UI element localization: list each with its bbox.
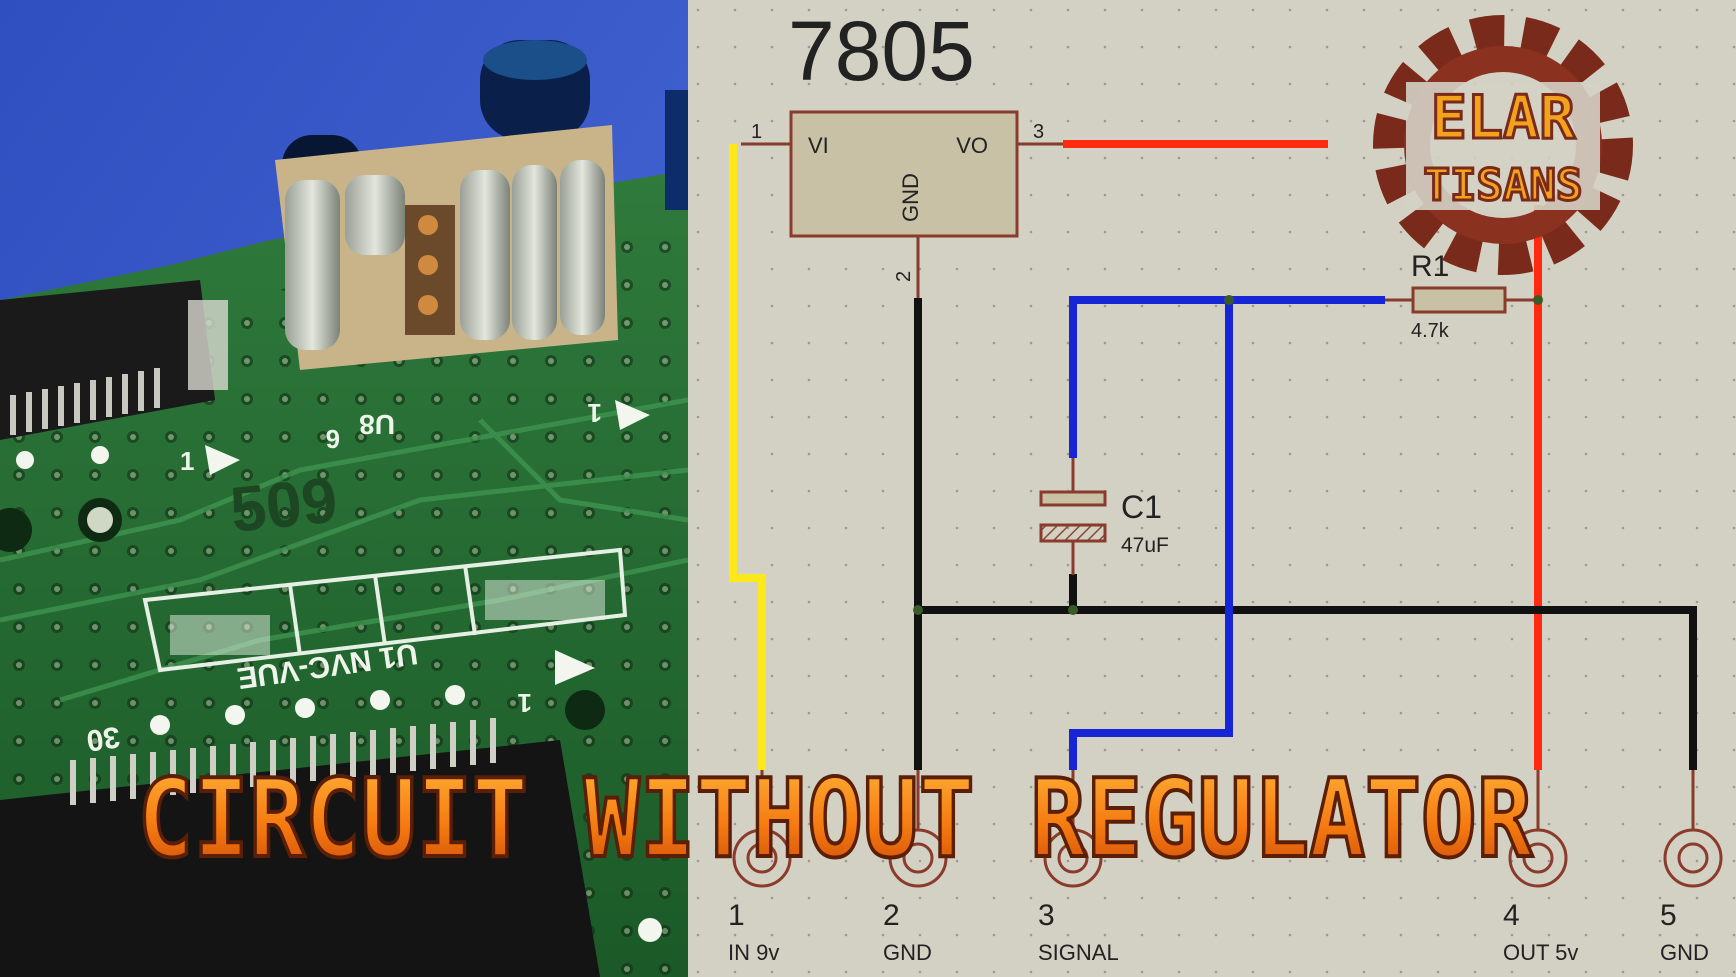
pcb-label-1b: 1: [588, 398, 602, 428]
pcb-label-1a: 1: [180, 446, 194, 476]
connector-2-number: 2: [883, 899, 900, 932]
pcb-label-1c: 1: [518, 688, 532, 718]
connector-3-number: 3: [1038, 899, 1055, 932]
connector-3-label: SIGNAL: [1038, 940, 1119, 965]
regulator-pin3-number: 3: [1033, 121, 1044, 143]
capacitor-name: C1: [1121, 489, 1162, 525]
regulator-pin-vo: VO: [956, 133, 988, 158]
regulator-pin2-number: 2: [893, 271, 915, 282]
banner-text: CIRCUIT WITHOUT REGULATOR: [138, 760, 1534, 878]
resistor-name: R1: [1411, 250, 1449, 283]
connector-2-label: GND: [883, 940, 932, 965]
wire-ground: [914, 298, 1697, 770]
wire-signal: [1069, 296, 1385, 770]
pcb-label-509: 509: [227, 463, 341, 546]
connector-5-label: GND: [1660, 940, 1709, 965]
capacitor-value: 47uF: [1121, 534, 1169, 557]
regulator-pin1-number: 1: [751, 121, 762, 143]
connector-1-number: 1: [728, 899, 745, 932]
capacitor-plate-top: [1039, 490, 1107, 507]
resistor-r1: [1411, 286, 1507, 314]
schematic-diagram: 7805 VI VO GND 1 3 2 R1 4.7k C1 47uF: [688, 0, 1736, 977]
regulator-body: [789, 110, 1019, 238]
logo-line2: TISANS: [1424, 160, 1583, 211]
capacitor-plate-bottom: [1039, 523, 1107, 543]
resistor-value: 4.7k: [1411, 320, 1450, 342]
regulator-name: 7805: [788, 4, 975, 98]
connector-5-number: 5: [1660, 899, 1677, 932]
pcb-label-30: 30: [84, 720, 122, 757]
title-banner: CIRCUIT WITHOUT REGULATOR: [136, 760, 1536, 878]
connector-4-number: 4: [1503, 899, 1520, 932]
pcb-label-6: 6: [326, 424, 340, 454]
regulator-pin-vi: VI: [808, 133, 829, 158]
connector-1-label: IN 9v: [728, 940, 779, 965]
elartisans-logo: ELAR TISANS: [1373, 15, 1633, 275]
logo-line1: ELAR: [1431, 83, 1576, 153]
pcb-photo: U8 6 U1 NVC-VUE 30 1 1 1 509: [0, 0, 688, 977]
pcb-label-u8: U8: [359, 409, 395, 440]
wire-input: [729, 144, 766, 770]
regulator-pin-gnd: GND: [898, 173, 923, 222]
connector-4-label: OUT 5v: [1503, 940, 1578, 965]
